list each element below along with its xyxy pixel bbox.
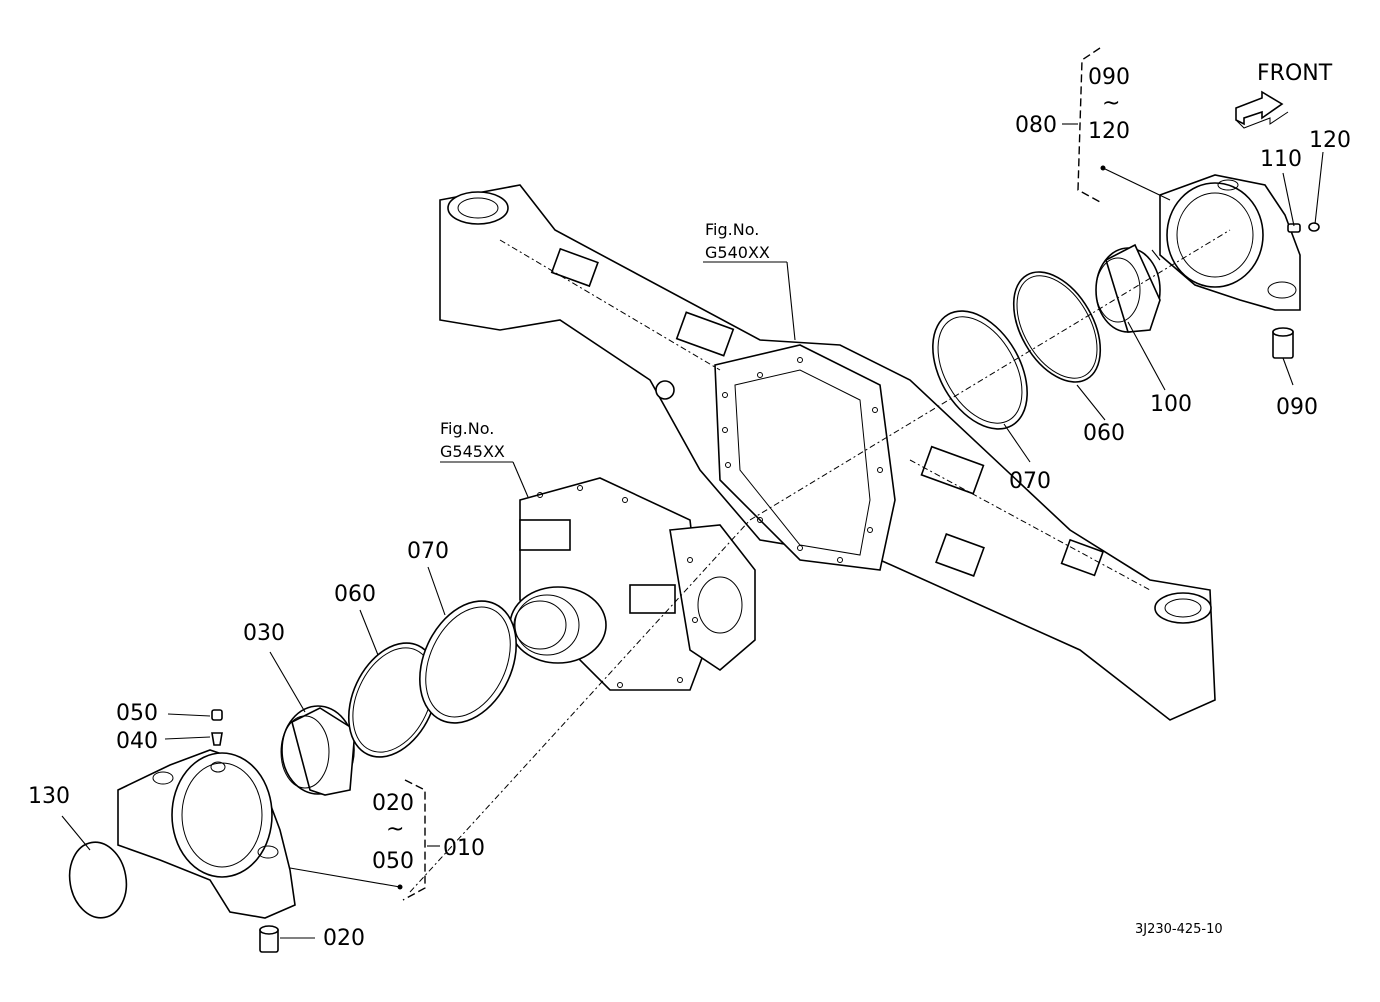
left-seal-070 bbox=[419, 600, 517, 724]
callout-l-070: 070 bbox=[407, 539, 449, 564]
group-bracket-left bbox=[402, 779, 426, 901]
right-oring-060 bbox=[1012, 271, 1102, 383]
leader-lines bbox=[61, 151, 1324, 939]
left-oring-130 bbox=[68, 841, 128, 919]
gear-case-bolt-holes bbox=[537, 485, 698, 688]
right-bushing-100 bbox=[1095, 243, 1161, 333]
group-left-tilde: ~ bbox=[386, 817, 404, 842]
callout-l-020: 020 bbox=[323, 926, 365, 951]
group-right-from: 090 bbox=[1088, 65, 1130, 90]
callout-r-110: 110 bbox=[1260, 147, 1302, 172]
right-pin-090 bbox=[1272, 327, 1294, 359]
callout-l-030: 030 bbox=[243, 621, 285, 646]
drawing-number: 3J230-425-10 bbox=[1135, 922, 1223, 937]
right-grease-fittings bbox=[1287, 222, 1320, 233]
right-bearing-bracket bbox=[1159, 174, 1301, 311]
group-left-assembly: 010 bbox=[443, 836, 485, 861]
left-pin-020 bbox=[259, 925, 279, 953]
fig-ref-2-prefix: Fig.No. bbox=[440, 419, 494, 438]
fig-ref-2-code: G545XX bbox=[440, 442, 505, 461]
group-right-tilde: ~ bbox=[1102, 91, 1120, 116]
left-oring-060 bbox=[347, 642, 439, 758]
left-bushing-030 bbox=[280, 705, 356, 796]
group-right-assembly: 080 bbox=[1015, 113, 1057, 138]
group-left-to: 050 bbox=[372, 849, 414, 874]
callout-r-120: 120 bbox=[1309, 128, 1351, 153]
gear-case-housing bbox=[509, 477, 756, 691]
left-bearing-bracket bbox=[117, 749, 296, 919]
fig-ref-1-prefix: Fig.No. bbox=[705, 220, 759, 239]
callout-l-050: 050 bbox=[116, 701, 158, 726]
group-right-to: 120 bbox=[1088, 119, 1130, 144]
callout-l-040: 040 bbox=[116, 729, 158, 754]
fig-ref-1-code: G540XX bbox=[705, 243, 770, 262]
right-seal-070 bbox=[932, 310, 1028, 430]
callout-r-090: 090 bbox=[1276, 395, 1318, 420]
axle-housing bbox=[439, 184, 1216, 721]
housing-bolt-holes bbox=[722, 357, 883, 563]
callout-r-070: 070 bbox=[1009, 469, 1051, 494]
front-arrow-icon bbox=[1235, 90, 1289, 129]
front-label: FRONT bbox=[1257, 61, 1333, 86]
group-left-from: 020 bbox=[372, 791, 414, 816]
callout-l-060: 060 bbox=[334, 582, 376, 607]
callout-r-060: 060 bbox=[1083, 421, 1125, 446]
callout-l-130: 130 bbox=[28, 784, 70, 809]
group-bracket-right bbox=[1077, 47, 1103, 204]
left-grease-fittings bbox=[211, 709, 223, 746]
callout-r-100: 100 bbox=[1150, 392, 1192, 417]
